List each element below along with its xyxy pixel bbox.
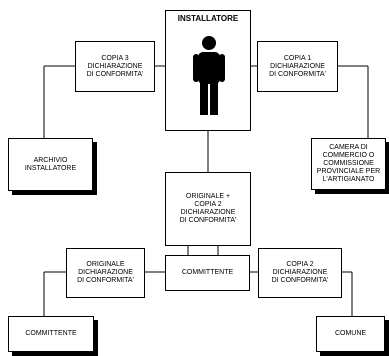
chamber-box: CAMERA DI COMMERCIO O COMMISSIONE PROVIN… <box>311 138 386 190</box>
copy1-label: COPIA 1 DICHIARAZIONE DI CONFORMITA' <box>269 54 326 78</box>
client-box: COMMITTENTE <box>8 316 94 352</box>
copy1-box: COPIA 1 DICHIARAZIONE DI CONFORMITA' <box>257 41 338 92</box>
copy2-box: COPIA 2 DICHIARAZIONE DI CONFORMITA' <box>258 248 342 298</box>
person-silhouette-icon <box>193 36 225 115</box>
archive-installer-label: ARCHIVIO INSTALLATORE <box>24 156 77 172</box>
copy3-label: COPIA 3 DICHIARAZIONE DI CONFORMITA' <box>86 54 144 78</box>
archive-installer-box: ARCHIVIO INSTALLATORE <box>8 138 93 191</box>
installer-box: INSTALLATORE <box>165 10 251 131</box>
client-center-label: COMMITTENTE <box>181 269 234 276</box>
client-center-box: COMMITTENTE <box>165 255 250 291</box>
original-box: ORIGINALE DICHIARAZIONE DI CONFORMITA' <box>66 248 145 298</box>
copy3-box: COPIA 3 DICHIARAZIONE DI CONFORMITA' <box>75 41 155 92</box>
original-label: ORIGINALE DICHIARAZIONE DI CONFORMITA' <box>77 261 134 284</box>
original-copy2-label: ORIGINALE + COPIA 2 DICHIARAZIONE DI CON… <box>179 193 237 224</box>
installer-title: INSTALLATORE <box>177 14 239 23</box>
copy2-label: COPIA 2 DICHIARAZIONE DI CONFORMITA' <box>271 261 329 284</box>
original-copy2-box: ORIGINALE + COPIA 2 DICHIARAZIONE DI CON… <box>165 172 251 246</box>
municipality-box: COMUNE <box>316 316 385 352</box>
client-label: COMMITTENTE <box>25 330 77 337</box>
municipality-label: COMUNE <box>334 330 367 337</box>
chamber-label: CAMERA DI COMMERCIO O COMMISSIONE PROVIN… <box>316 144 381 183</box>
